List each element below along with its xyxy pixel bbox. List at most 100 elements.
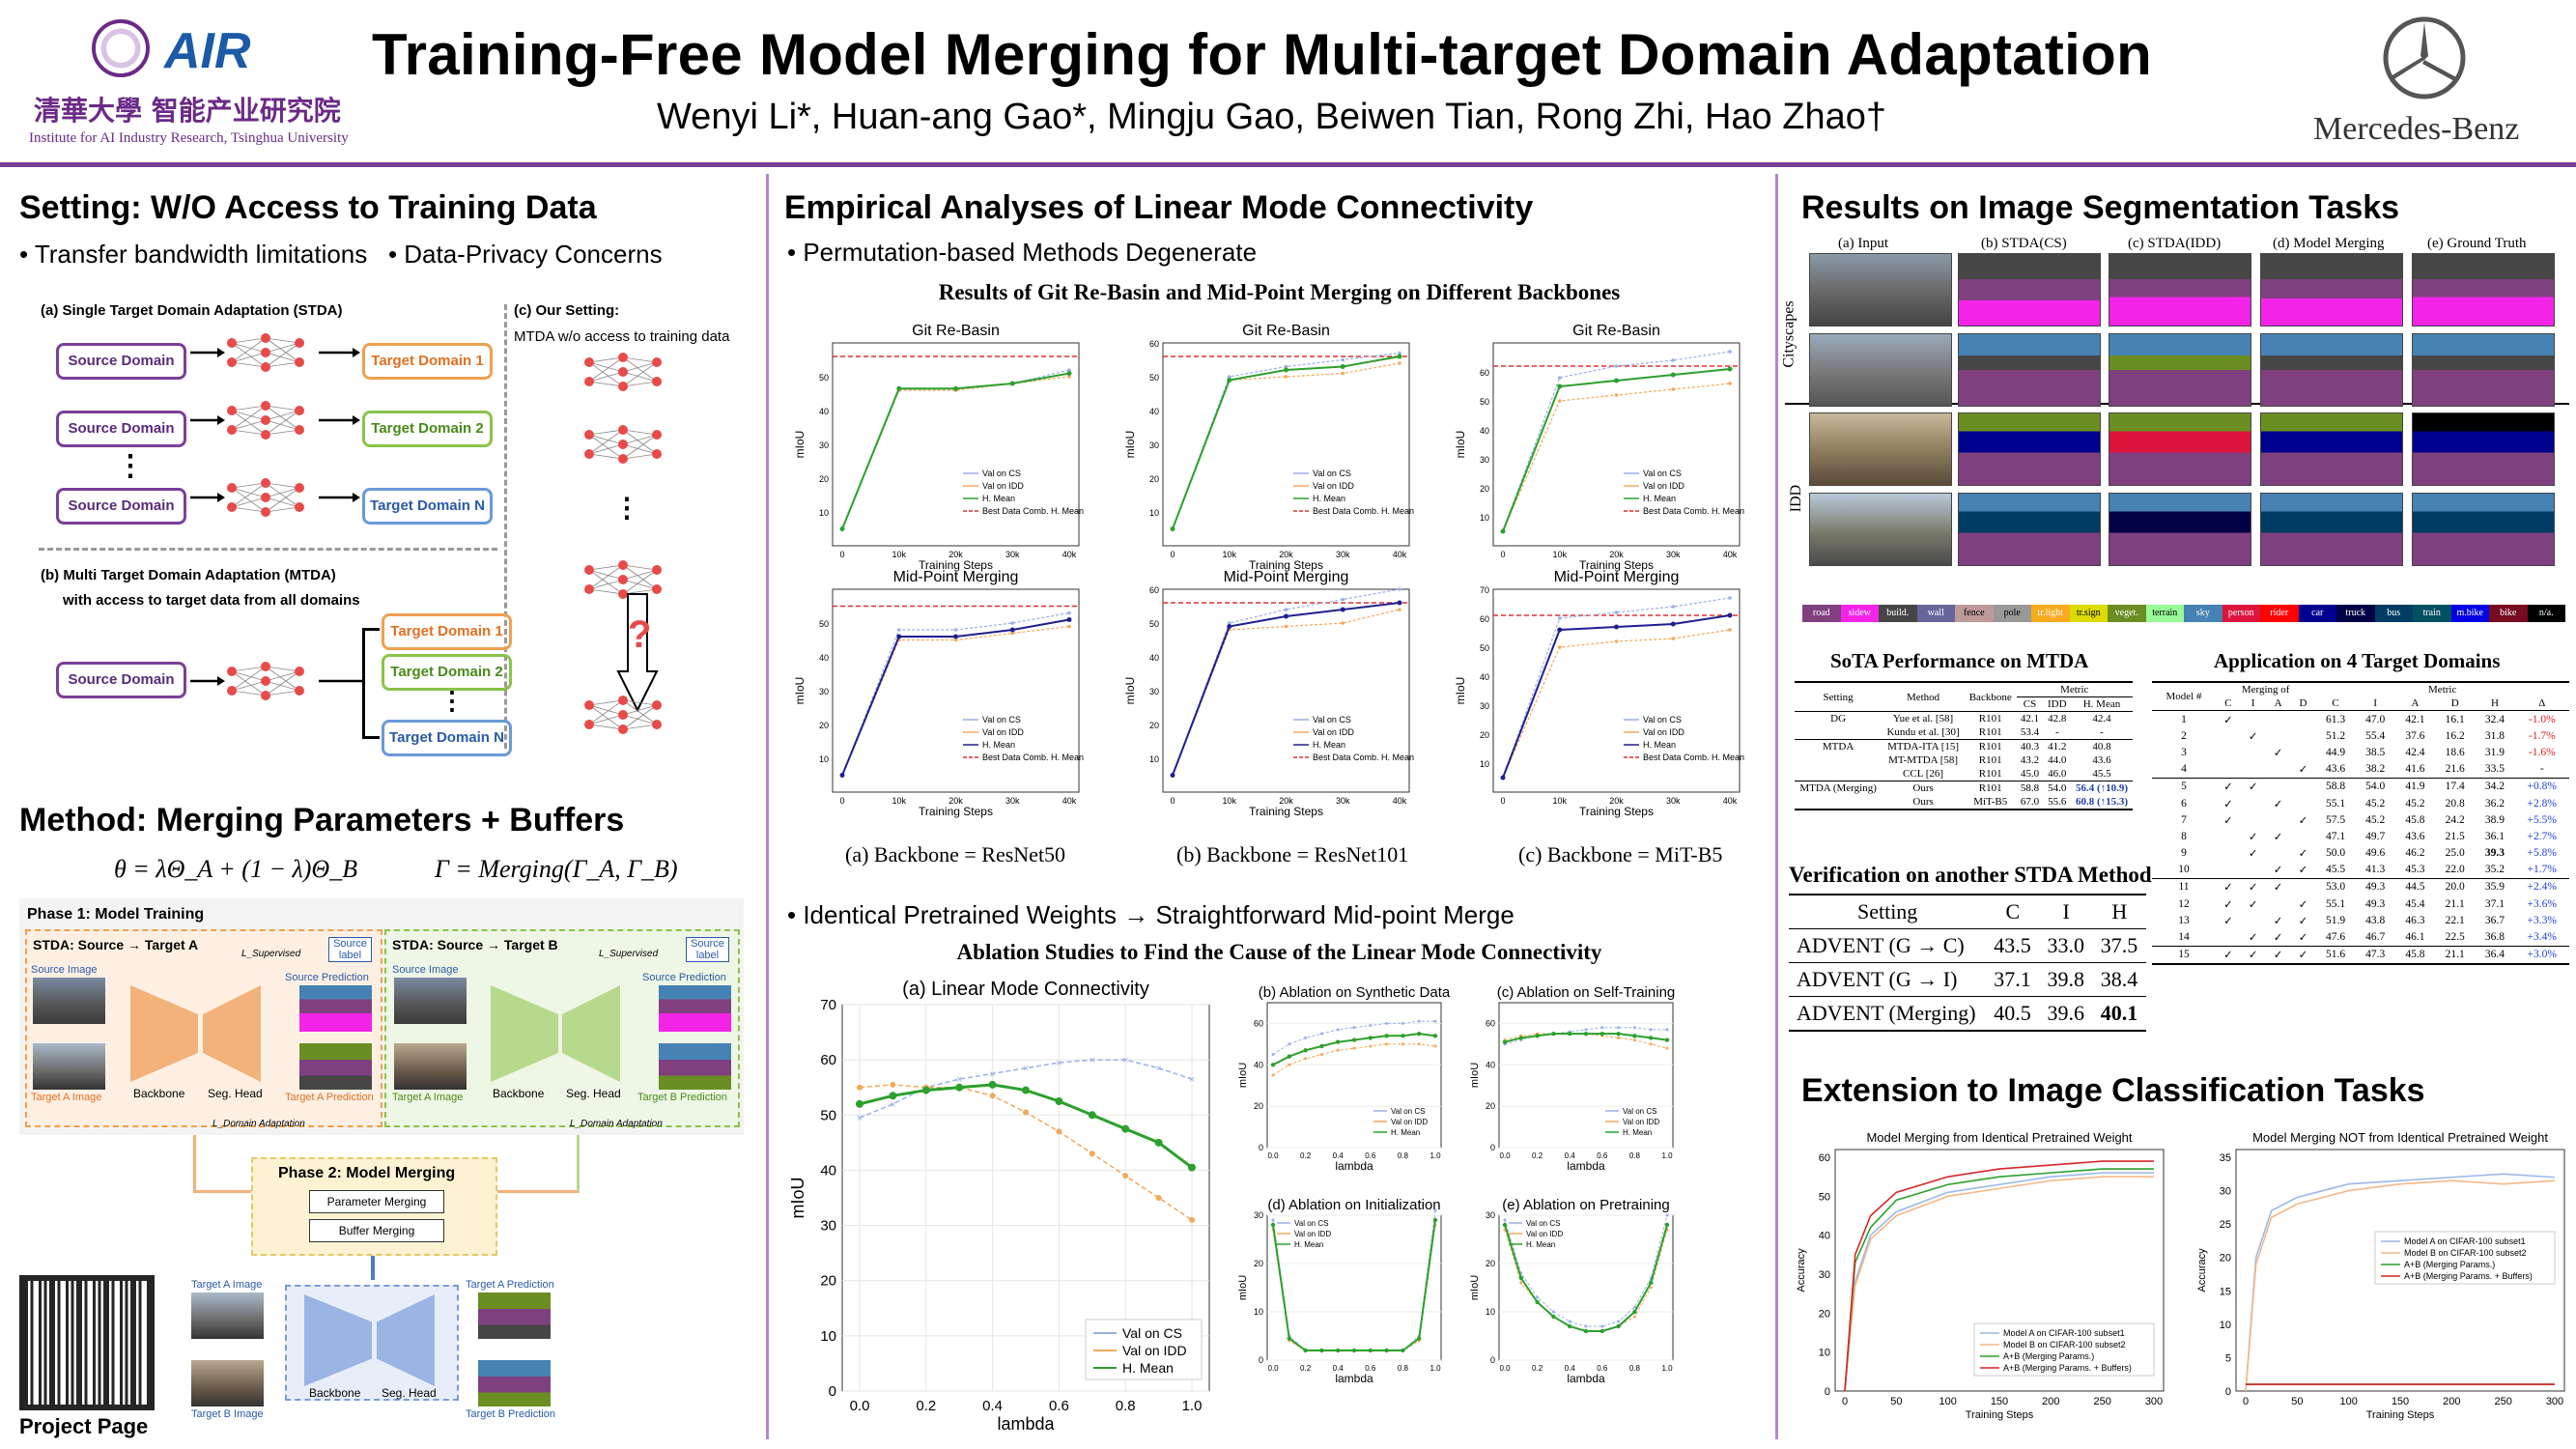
data-point (1518, 1036, 1523, 1040)
x-tick-label: 0.2 (916, 1398, 936, 1414)
data-point (1340, 607, 1345, 612)
class-legend-terrain: terrain (2145, 605, 2184, 622)
app4-cell: ✓ (2298, 950, 2308, 962)
target-prediction-b-label: Target B Prediction (637, 1092, 727, 1103)
x-tick-label: 10k (1222, 796, 1236, 806)
verif-cell: 39.6 (2047, 1001, 2085, 1025)
data-point (921, 1086, 930, 1094)
app4-cell: +3.3% (2527, 914, 2557, 926)
x-tick-label: 40k (1062, 796, 1077, 806)
legend-label: Val on IDD (1313, 481, 1354, 491)
verif-h-c: C (2005, 899, 2021, 923)
x-tick-label: 200 (2042, 1396, 2059, 1407)
data-point (1503, 1218, 1507, 1222)
legend-label: H. Mean (1526, 1240, 1555, 1249)
target-b-image-label: Target A Image (392, 1092, 464, 1103)
legend-label: Val on IDD (1643, 727, 1684, 737)
data-point (1432, 1217, 1438, 1223)
app4-h-i2: I (2373, 697, 2378, 709)
x-axis-label: Training Steps (1579, 805, 1654, 818)
x-tick-label: 0 (1500, 796, 1505, 806)
app4-h-model: Model # (2166, 691, 2202, 702)
data-point (1088, 1111, 1096, 1120)
data-point (1284, 375, 1288, 379)
y-tick-label: 20 (1480, 730, 1489, 740)
sota-cell: 55.6 (2048, 796, 2067, 808)
y-tick-label: 0 (1490, 1355, 1495, 1365)
source-image-b (394, 978, 467, 1024)
x-tick-label: 20k (948, 550, 963, 559)
app4-cell: 32.4 (2484, 713, 2505, 725)
segmentation-map (2260, 333, 2403, 407)
y-tick-label: 25 (2220, 1219, 2231, 1231)
x-tick-label: 0.8 (1629, 1364, 1641, 1373)
data-point (1189, 1216, 1195, 1223)
segmentation-map (2412, 493, 2555, 566)
y-tick-label: 10 (1254, 1307, 1263, 1317)
app4-cell: 42.4 (2405, 746, 2425, 758)
ellipsis-dots-2: ⋮ (439, 686, 465, 715)
app4-cell: 51.2 (2325, 729, 2346, 742)
app4-cell: 35.2 (2484, 864, 2505, 876)
segmentation-map (2260, 412, 2403, 486)
qr-code-icon[interactable] (19, 1275, 155, 1410)
data-point (889, 1092, 897, 1100)
y-axis-label: mIoU (1237, 1063, 1249, 1088)
legend-label: Val on CS (1313, 469, 1351, 478)
sota-cell: 43.2 (2020, 754, 2040, 766)
y-tick-label: 50 (819, 373, 829, 383)
class-legend-sidew: sidew (1840, 605, 1879, 622)
app4-cell: 41.3 (2365, 864, 2386, 876)
segmentation-map (2260, 493, 2403, 566)
x-tick-label: 0 (1170, 550, 1175, 559)
project-page-label[interactable]: Project Page (19, 1414, 149, 1438)
data-point (1632, 1309, 1637, 1315)
y-tick-label: 60 (1149, 339, 1159, 349)
chart-frame (1492, 342, 1741, 547)
app4-cell (2216, 727, 2241, 744)
y-axis-label: mIoU (1123, 431, 1137, 459)
mtda-source-domain-box: Source Domain (56, 662, 186, 698)
stda-label: (a) Single Target Domain Adaptation (STD… (41, 302, 343, 319)
y-tick-label: 50 (1480, 397, 1489, 407)
app4-cell: 44.9 (2325, 746, 2346, 758)
app4-cell: 44.5 (2405, 881, 2425, 894)
data-point (1536, 1295, 1540, 1299)
col-ground-truth: (e) Ground Truth (2427, 236, 2527, 251)
y-tick-label: 50 (820, 1107, 836, 1123)
app4-cell: 36.8 (2484, 931, 2505, 944)
app4-cell: 51.6 (2325, 949, 2346, 961)
x-axis-label: Training Steps (1249, 558, 1323, 572)
legend-label: Val on IDD (982, 727, 1024, 737)
col-input: (a) Input (1838, 236, 1889, 251)
class-legend-build: build. (1879, 605, 1917, 622)
x-tick-label: 150 (2392, 1396, 2409, 1407)
mtda-sub: with access to target data from all doma… (63, 592, 360, 609)
x-tick-label: 0.4 (1333, 1364, 1345, 1373)
empirical-bullet-2: • Identical Pretrained Weights → Straigh… (787, 900, 1514, 929)
y-axis-label: mIoU (793, 677, 807, 705)
app4-cell: 11 (2178, 881, 2190, 894)
data-point (1341, 371, 1345, 376)
legend-label: A+B (Merging Params.) (2003, 1351, 2094, 1361)
x-tick-label: 0.6 (1049, 1398, 1069, 1414)
app4-cell: 13 (2178, 914, 2190, 926)
verif-h-setting: Setting (1856, 899, 1918, 923)
mtda-target-1-box: Target Domain 1 (382, 613, 512, 650)
x-tick-label: 250 (2494, 1396, 2511, 1407)
app4-cell: 49.6 (2365, 847, 2386, 860)
app4-cell: ✓ (2223, 898, 2233, 911)
app4-cell (2241, 761, 2266, 779)
app4-cell: 7 (2181, 813, 2187, 826)
x-tick-label: 200 (2443, 1396, 2460, 1407)
sota-cell: R101 (1978, 754, 2002, 766)
y-tick-label: 50 (1149, 619, 1159, 629)
x-tick-label: 100 (2339, 1396, 2357, 1407)
legend-label: Best Data Comb. H. Mean (982, 506, 1084, 516)
y-tick-label: 40 (1480, 672, 1489, 682)
sota-h-method: Method (1906, 691, 1940, 703)
mercedes-wordmark: Mercedes-Benz (2313, 111, 2520, 147)
y-axis-label: mIoU (793, 431, 807, 459)
